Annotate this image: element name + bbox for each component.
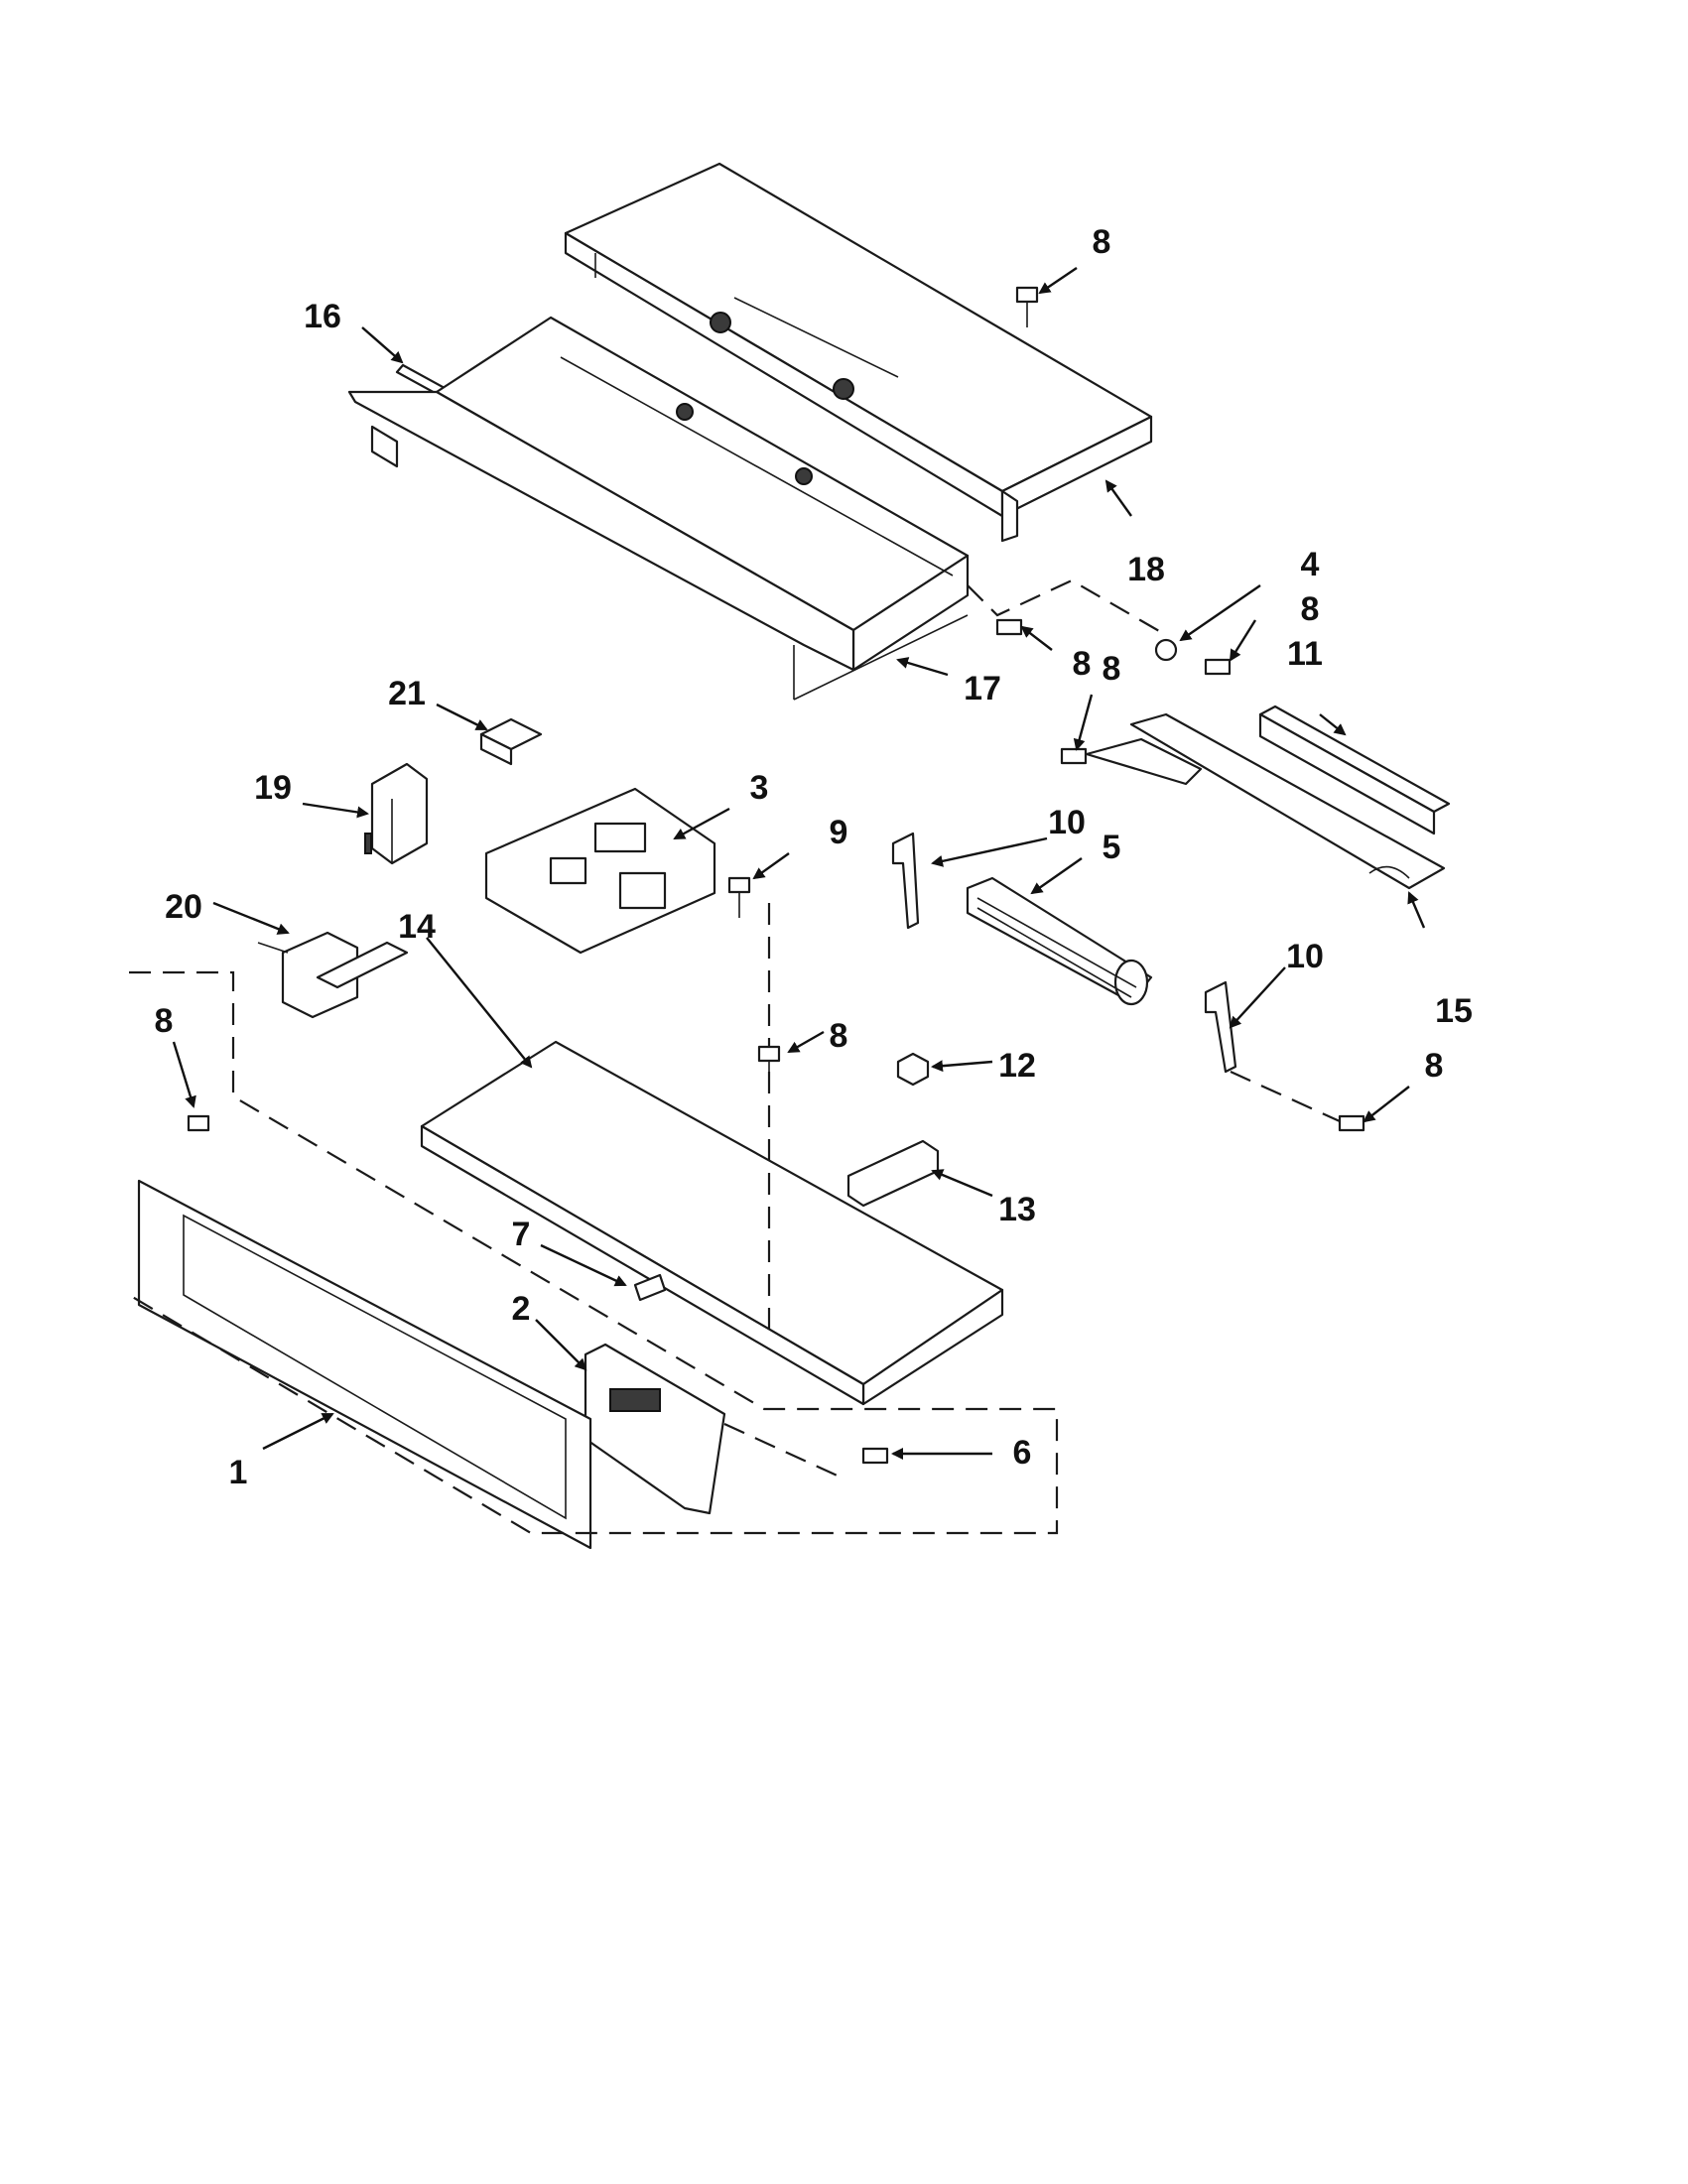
callout-16: 17 — [964, 670, 1001, 707]
callout-15: 16 — [304, 298, 341, 335]
part-20-transformer — [257, 931, 409, 1019]
part-10-bracket-b — [1204, 980, 1237, 1074]
callout-8-bracket: 8 — [1425, 1047, 1444, 1085]
callout-10-top: 10 — [1048, 804, 1086, 841]
part-21-clip — [479, 717, 543, 766]
callout-6: 6 — [1013, 1434, 1032, 1472]
leader-lines — [172, 267, 1426, 1460]
part-16-lower-cover — [347, 316, 970, 701]
callout-20: 20 — [165, 888, 202, 926]
part-5-blower — [966, 876, 1153, 1006]
callout-10-lower: 10 — [1286, 938, 1324, 975]
callout-13: 14 — [398, 908, 436, 946]
callout-labels: 16 8 18 17 4 8 8 8 11 21 19 3 9 10 5 20 … — [155, 223, 1473, 1491]
callout-11: 11 — [1287, 635, 1323, 673]
part-14-bracket — [1085, 712, 1446, 890]
callout-8-plate: 8 — [830, 1017, 848, 1055]
callout-8-top: 8 — [1093, 223, 1111, 261]
part-7-sensor — [633, 1273, 667, 1302]
callout-8-rail: 8 — [1103, 650, 1121, 688]
part-1-control-panel — [137, 1179, 592, 1550]
part-18-nut — [896, 1052, 930, 1087]
callout-7: 7 — [512, 1216, 531, 1253]
callout-12: 13 — [998, 1191, 1036, 1228]
assembly-outline — [128, 578, 1341, 1535]
callout-8-washer: 8 — [1301, 590, 1320, 628]
callout-9: 9 — [830, 814, 848, 851]
part-2-display-board — [584, 1343, 726, 1515]
callout-8-cover: 8 — [1073, 645, 1092, 683]
callout-17: 18 — [1127, 551, 1165, 588]
callout-21: 21 — [388, 675, 426, 712]
callout-4: 4 — [1301, 546, 1320, 583]
callout-5: 5 — [1103, 829, 1121, 866]
callout-2: 2 — [512, 1290, 531, 1328]
part-12-terminal-block — [846, 1139, 940, 1208]
callout-8-panel: 8 — [155, 1002, 174, 1040]
callout-1: 1 — [229, 1454, 248, 1491]
part-3-control-board — [484, 787, 716, 955]
part-17-top-cover — [564, 162, 1153, 543]
callout-3: 3 — [750, 769, 769, 807]
part-11-rail — [1258, 705, 1451, 835]
callout-19: 19 — [254, 769, 292, 807]
part-19-relay — [364, 762, 429, 865]
callout-18: 12 — [998, 1047, 1036, 1085]
screw-icons — [187, 286, 1365, 1465]
part-10-bracket-a — [891, 832, 920, 930]
part-13-mounting-plate — [420, 903, 1004, 1406]
callout-14: 15 — [1435, 992, 1473, 1030]
